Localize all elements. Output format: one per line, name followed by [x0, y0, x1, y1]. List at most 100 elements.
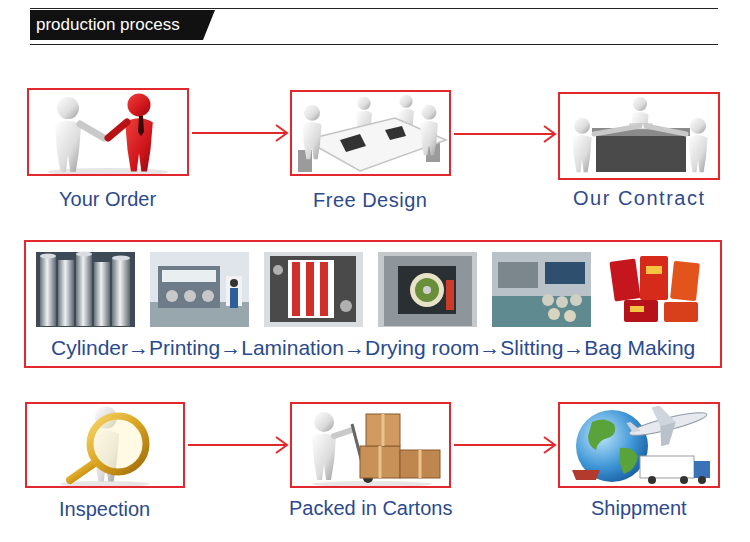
drying-room-photo: [378, 252, 477, 327]
cylinder-photo: [76, 254, 92, 326]
slitting-photo: [492, 252, 591, 327]
step-caption: Your Order: [59, 187, 156, 211]
lamination-photo: [292, 262, 300, 316]
slitting-photo: [492, 252, 591, 327]
bag-photo: [609, 258, 640, 301]
drying-room-photo: [398, 266, 456, 314]
drying-room-photo: [378, 252, 477, 327]
meeting-figures: [420, 105, 438, 156]
carton-figure: [312, 412, 440, 487]
step-caption: Our Contract: [573, 186, 705, 210]
cylinder-photo: [112, 258, 130, 326]
carton-figure: [312, 412, 336, 480]
slitting-photo: [556, 296, 568, 308]
step-box: Your Order: [27, 88, 189, 176]
handshake-figures: [80, 124, 104, 138]
arrow-line: [454, 133, 555, 135]
arrow-head: [544, 126, 555, 142]
meeting-figures: [298, 95, 446, 172]
flow-arrow: [192, 125, 287, 141]
inspection-figure: [60, 407, 150, 487]
handshake-figures: [125, 93, 153, 171]
flow-arrow: [454, 437, 555, 453]
arrow-head: [544, 437, 555, 453]
handshake-figures: [48, 93, 168, 176]
printing-photo: [230, 279, 238, 287]
lamination-photo: [288, 260, 334, 318]
carton-figure: [382, 414, 385, 446]
cylinder-photo: [76, 252, 92, 257]
bag-photo: [640, 256, 668, 300]
step-caption: Packed in Cartons: [289, 496, 452, 520]
slitting-photo: [570, 294, 582, 306]
header-rule: [30, 8, 718, 9]
bag-photo: [630, 306, 644, 312]
drying-room-photo: [415, 278, 439, 302]
shipping-picture: [680, 476, 688, 484]
slitting-photo: [498, 262, 538, 288]
contract-figures: [572, 118, 591, 172]
printing-photo: [184, 290, 196, 302]
shipping-picture: [627, 420, 641, 434]
arrow-line: [454, 444, 555, 446]
lamination-photo: [320, 262, 328, 316]
shipping-picture: [620, 448, 639, 474]
inspection-figure: [90, 416, 146, 472]
step-caption: Shippment: [591, 496, 687, 520]
step-box: Free Design: [290, 90, 451, 176]
contract-figures: [594, 126, 640, 134]
bag-photo: [670, 261, 700, 302]
carton-figure: [334, 430, 352, 436]
bag-photo: [606, 252, 705, 327]
slitting-photo: [542, 294, 554, 306]
drying-room-photo: [423, 286, 431, 294]
section-title: production process: [36, 14, 180, 36]
meeting-figures: [385, 126, 406, 140]
cylinder-photo: [40, 256, 56, 326]
step-box: Shippment: [558, 402, 720, 488]
header-rule: [30, 44, 718, 45]
carton-figure: [379, 446, 382, 478]
shipping-picture: [572, 470, 600, 480]
flow-arrow: [454, 126, 555, 142]
bag-photo: [624, 300, 658, 322]
arrow-head: [276, 437, 287, 453]
cylinder-photo: [40, 254, 56, 259]
slitting-photo: [548, 308, 560, 320]
carton-figure: [419, 450, 422, 478]
lamination-photo: [264, 252, 363, 327]
step-box: Packed in Cartons: [290, 402, 451, 488]
arrow-line: [192, 132, 287, 134]
cylinder-photo: [36, 252, 135, 328]
printing-photo: [158, 266, 220, 308]
shipping-picture: [640, 456, 694, 478]
shipping-picture: [694, 461, 710, 478]
contract-figures: [646, 126, 686, 134]
cylinder-photo: [94, 262, 110, 326]
shipping-picture: [572, 395, 712, 484]
bag-photo: [606, 252, 705, 327]
printing-photo: [202, 290, 214, 302]
arrow-line: [188, 444, 287, 446]
cylinder-photo: [112, 256, 130, 261]
bag-photo: [664, 302, 698, 322]
handshake-figures: [138, 116, 144, 136]
lamination-photo: [264, 252, 363, 327]
inspection-figure: [70, 462, 96, 480]
printing-photo: [150, 252, 249, 327]
lamination-photo: [273, 265, 283, 275]
printing-photo: [162, 270, 216, 282]
carton-figure: [400, 450, 440, 478]
lamination-photo: [270, 256, 356, 322]
shipping-picture: [588, 419, 615, 450]
cylinder-photo: [58, 260, 74, 326]
printing-photo: [150, 252, 249, 327]
bag-photo: [646, 266, 662, 274]
shipping-picture: [698, 476, 706, 484]
process-steps: Cylinder→Printing→Lamination→Drying room…: [51, 336, 695, 360]
printing-photo: [230, 288, 238, 308]
contract-figures: [572, 97, 707, 172]
